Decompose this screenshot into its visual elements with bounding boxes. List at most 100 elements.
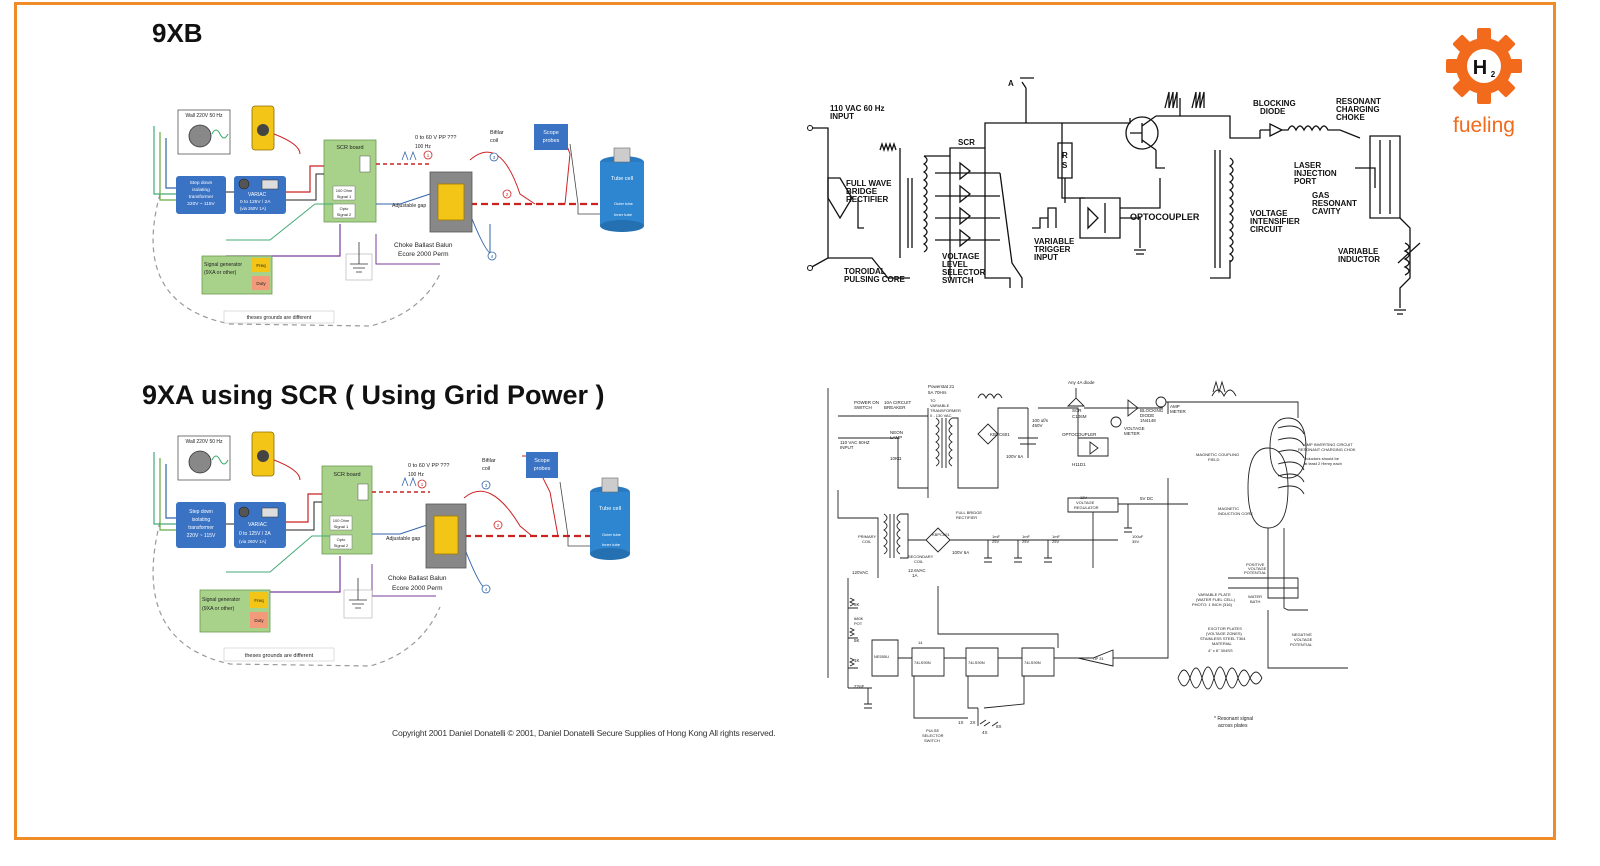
s2-size: 4" x 6" 304SS — [1208, 648, 1233, 653]
s2-pulse-l2: SELECTOR — [922, 733, 944, 738]
s1-toroid-l1: TOROIDAL — [844, 267, 886, 276]
siggen-a-l1: Signal generator — [202, 597, 240, 603]
s2-indnote-l2: at least 2 Henry each — [1304, 461, 1342, 466]
freq-a: Freq — [254, 598, 264, 603]
s2-powerstat-l2: 5A 70Hrs — [928, 390, 947, 395]
outer-tube-a: Outer tube — [602, 532, 622, 537]
s2-cap3-l2: 25V — [1022, 539, 1029, 544]
s2-pospot-l2: VOLTAGE — [1248, 566, 1267, 571]
s2-pospot-l3: POTENTIAL — [1244, 570, 1267, 575]
siggen-b-l2: (9XA or other) — [204, 270, 237, 276]
title-9xb: 9XB — [152, 18, 203, 48]
s2-ic3: 74LS90N — [1024, 660, 1041, 665]
s2-varplate-l1: VARIABLE PLATE — [1198, 592, 1231, 597]
outlet-icon — [188, 124, 212, 148]
s2-fbr-l1: FULL BRIDGE — [956, 510, 982, 515]
variac-l2: 0 to 125V / 2A — [240, 199, 271, 205]
s2-magfield-l2: FIELD — [1208, 457, 1219, 462]
wiring-diagram-9xb: Wall 220V 50 Hz Step down isolating tran… — [152, 105, 644, 327]
choke-a-l1: Choke Ballast Balun — [388, 575, 447, 582]
s2-ampcirc-l1: AMP INVERTING CIRCUIT — [1304, 442, 1353, 447]
s2-varxf-l1: TO — [930, 398, 935, 403]
opto-b-l1: Opto — [340, 206, 349, 211]
s1-laser-l3: PORT — [1294, 177, 1316, 186]
s2-pin14: 14 — [918, 640, 923, 645]
s2-ampcirc-l2: RESONANT CHARGING CHOK — [1298, 447, 1356, 452]
logo-badge: H — [1473, 57, 1487, 79]
outer-tube-b: Outer tube — [614, 201, 634, 206]
logo-badge-sub: 2 — [1491, 70, 1496, 79]
s2-cap3-l1: 1mF — [1022, 534, 1031, 539]
s2-negpot-l2: VOLTAGE — [1294, 637, 1313, 642]
s2-exc-l2: (VOLTAGE ZONES) — [1206, 631, 1243, 636]
bifilar-a-l1: Bifilar — [482, 458, 496, 464]
s2-amp-note: Any 4A diode — [1068, 380, 1095, 385]
resistor-a-l1: 100 Ohm — [333, 518, 350, 523]
s2-varplate-l2: (WATER FUEL CELL) — [1196, 597, 1236, 602]
s2-v5: 5V DC — [1140, 496, 1154, 501]
s1-input-l2: INPUT — [830, 112, 854, 121]
s1-opto: OPTOCOUPLER — [1130, 212, 1200, 222]
s2-h11d1: H11D1 — [1072, 462, 1086, 467]
s2-cap1-l1: 100 uf/s — [1032, 418, 1049, 423]
s1-toroid-l2: PULSING CORE — [844, 275, 906, 284]
s1-rcc-l1: RESONANT — [1336, 97, 1381, 106]
sine-icon — [211, 129, 229, 139]
tubecell-a — [590, 492, 630, 554]
bifilar-a-l2: coil — [482, 466, 490, 472]
outlet-icon-a — [188, 450, 212, 474]
s2-amp-l1: AMP — [1170, 404, 1180, 409]
s2-tip: TIP 31 — [1092, 656, 1104, 661]
s2-block-l2: DIODE — [1140, 413, 1154, 418]
s1-vlss-l3: SELECTOR — [942, 268, 986, 277]
s2-r10k: 10KΩ — [890, 456, 902, 461]
duty-a: Duty — [254, 618, 264, 623]
s2-sec-l2: COIL — [914, 559, 924, 564]
resistor-b-l1: 100 Ohm — [336, 188, 353, 193]
s1-gas-l3: CAVITY — [1312, 207, 1341, 216]
resistor-a-l2: Signal 1 — [334, 524, 349, 529]
s2-opto2: OPTOCOUPLER — [1062, 432, 1097, 437]
variac-a-l2: 0 to 125V / 2A — [239, 531, 271, 537]
hz-note: 100 Hz — [415, 144, 431, 150]
s2-powerstat-l1: Powerstat 21 — [928, 384, 955, 389]
choke-b-l2: Ecore 2000 Perm — [398, 251, 449, 258]
pp-note: 0 to 60 V PP ??? — [415, 135, 457, 141]
s1-vlss-l4: SWITCH — [942, 276, 974, 285]
s2-varxf-l3: TRANSFORMER — [930, 408, 961, 413]
node-2-a: 2 — [497, 523, 500, 528]
choke-coil-a — [433, 515, 459, 555]
scr-board-a-label: SCR board — [333, 472, 360, 478]
s2-cap1-l2: 450V — [1032, 423, 1043, 428]
s2-exc-l1: EXCITOR PLATES — [1208, 626, 1242, 631]
s1-vind-l1: VARIABLE — [1338, 247, 1379, 256]
siggen-a-l2: (9XA or other) — [202, 606, 235, 612]
s2-breaker-l1: 10A CIRCUIT — [884, 400, 912, 405]
s2-varxf-l4: 0 - 130 VAC — [930, 413, 952, 418]
stepdown-l1: Step down — [190, 180, 213, 186]
stepdown-l4: 220V ~ 115V — [187, 201, 215, 207]
s1-scr: SCR — [958, 138, 975, 147]
s1-vic-l3: CIRCUIT — [1250, 225, 1283, 234]
s2-ne555: NE555U — [874, 654, 889, 659]
grounds-note-b: theses grounds are different — [247, 315, 312, 321]
s2-water-l1: WATER — [1248, 594, 1262, 599]
s2-secval-l2: 1A — [912, 573, 918, 578]
s1-s: S — [1062, 161, 1068, 170]
variac-a-l3: (via 260V 1A) — [239, 539, 267, 544]
schematic-vic-scr: 110 VAC 60 Hz INPUT FULL WAVE BRIDGE REC… — [807, 77, 1421, 315]
choke-b-l1: Choke Ballast Balun — [394, 242, 453, 249]
variac-l1: VARIAC — [248, 192, 267, 198]
s2-cap4-l1: 1mF — [1052, 534, 1061, 539]
inner-tube-a: Inner tube — [602, 542, 621, 547]
s2-cap2-l2: 25V — [992, 539, 999, 544]
s1-fwb-l2: BRIDGE — [846, 187, 878, 196]
s2-v120: 120VAC — [852, 570, 869, 575]
s1-input-l1: 110 VAC 60 Hz — [830, 104, 885, 113]
s2-acin-l2: INPUT — [840, 445, 854, 450]
node-1-a: 1 — [421, 482, 424, 487]
opto-a-l2: Signal 2 — [334, 543, 349, 548]
scope-l2: probes — [543, 138, 560, 144]
s2-kbpc2: KBPC601 — [932, 532, 950, 537]
